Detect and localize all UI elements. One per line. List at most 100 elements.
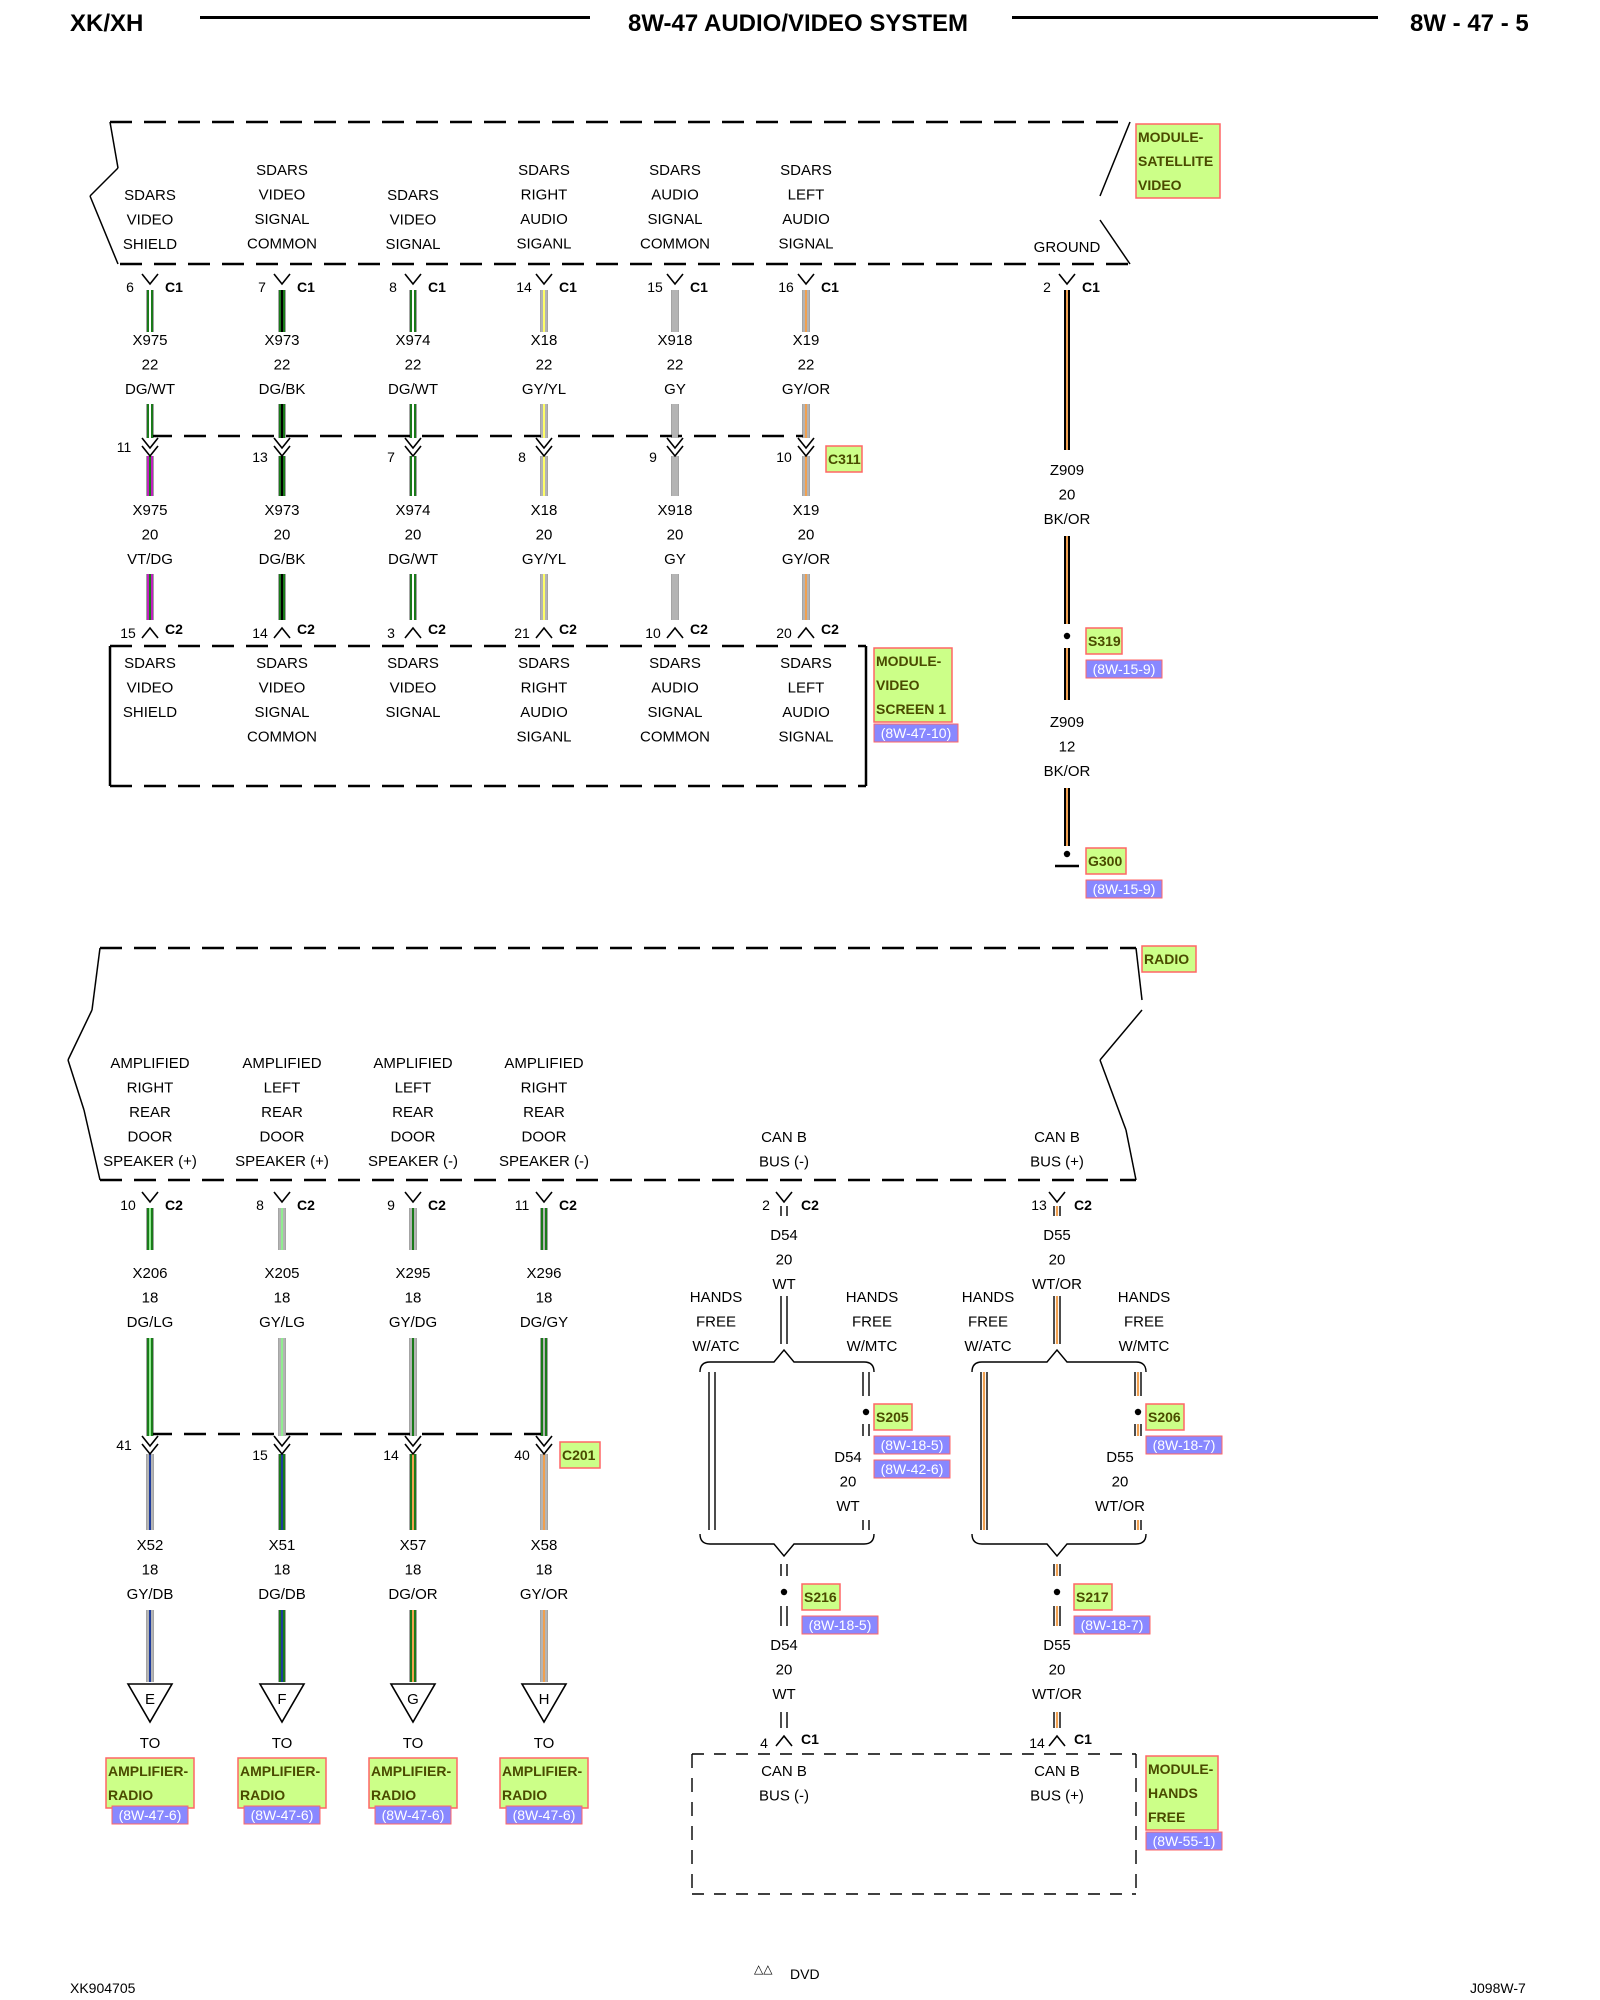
off-page-connector-tag-line: F: [277, 1691, 286, 1708]
mtc-splice-dot: [862, 1408, 870, 1416]
harness-join-brace: [699, 1533, 875, 1558]
satellite-pin-function-line: RIGHT: [521, 187, 568, 204]
hands-free-mtc-label-line: W/MTC: [847, 1338, 898, 1355]
c2-pin-number-line: 10: [645, 625, 661, 641]
radio-c2-connector-name: C2: [297, 1197, 315, 1213]
can-c2-pin-number: 2: [762, 1197, 770, 1213]
c2-pin-number: 10: [645, 625, 661, 641]
satellite-pin-function-line: COMMON: [640, 236, 710, 253]
radio-c2-connector-name-line: C2: [428, 1197, 446, 1213]
ground-c1-connector-name: C1: [1082, 279, 1100, 295]
hands-free-c1-pin-number-line: 14: [1029, 1735, 1045, 1751]
wire-D55-lower: [1053, 1606, 1061, 1626]
satellite-module-left-edge: [89, 167, 119, 197]
mtc-wire-code-line: D55: [1106, 1449, 1134, 1466]
satellite-c1-pin: [797, 273, 815, 286]
g300-ground-dot: [1063, 850, 1071, 858]
c311-inline-pin: [404, 445, 422, 458]
video-screen-c2-pin: [535, 626, 553, 639]
s319-splice-label: S319: [1088, 633, 1121, 649]
destination-reference: (8W-47-6): [513, 1807, 576, 1823]
radio-speaker-pin-function-line: DOOR: [391, 1129, 436, 1146]
video-screen-pin-function-line: COMMON: [247, 729, 317, 746]
wire-X19-upper: [802, 290, 810, 332]
c311-pin-number: 8: [518, 449, 526, 465]
c2-connector-name: C2: [165, 621, 183, 637]
satellite-module-right-edge: [1099, 219, 1131, 265]
radio-c2-pin-number: 10: [120, 1197, 136, 1213]
wire-D55-mtc-branch: [1134, 1372, 1142, 1396]
speaker-wire-code-lower-line: X58: [531, 1537, 558, 1554]
speaker-wire-code-lower-line: X51: [269, 1537, 296, 1554]
can-splice-dot: [780, 1588, 788, 1596]
harness-split-brace: [971, 1348, 1147, 1373]
ground-c1-connector-name-line: C1: [1082, 279, 1100, 295]
wire-X206-upper: [146, 1208, 154, 1250]
c311-pin-number: 7: [387, 449, 395, 465]
can-c2-pin-number-line: 13: [1031, 1197, 1047, 1213]
c1-pin-number: 14: [516, 279, 532, 295]
can-splice-dot: [1053, 1588, 1061, 1596]
speaker-wire-code-upper-line: 18: [274, 1290, 291, 1307]
satellite-pin-function-line: SDARS: [518, 162, 570, 179]
c2-connector-name-line: C2: [559, 621, 577, 637]
footer-left: XK904705: [70, 1980, 136, 1996]
hands-free-c1-pin: [775, 1734, 793, 1747]
hands-free-atc-label-line: HANDS: [690, 1289, 743, 1306]
radio-speaker-pin-function-line: DOOR: [128, 1129, 173, 1146]
destination-amplifier-radio-label-line: RADIO: [371, 1787, 416, 1803]
can-c2-pin: [775, 1191, 793, 1204]
can-wire-code-line: D55: [1043, 1227, 1071, 1244]
video-screen-c2-pin: [797, 626, 815, 639]
speaker-wire-code-lower-line: DG/DB: [258, 1586, 306, 1603]
wire-X205-upper-tail: [278, 1338, 286, 1436]
radio-c2-pin-number-line: 10: [120, 1197, 136, 1213]
radio-module-left-edge: [67, 1009, 93, 1061]
destination-reference-line: (8W-47-6): [119, 1807, 182, 1823]
radio-module-right-edge: [1125, 1129, 1137, 1181]
radio-speaker-pin-function-line: AMPLIFIED: [373, 1055, 452, 1072]
wire-D54-mtc-branch: [862, 1372, 870, 1396]
s205-splice-label-box: [873, 1403, 913, 1431]
speaker-wire-code-upper-line: X205: [264, 1265, 299, 1282]
c2-pin-number: 15: [120, 625, 136, 641]
wire-code-upper-line: DG/WT: [125, 381, 175, 398]
ground-c1-pin: [1058, 273, 1076, 286]
speaker-wire-code-upper-line: 18: [536, 1290, 553, 1307]
s205-splice-label: S205: [876, 1409, 909, 1425]
c311-inline-pin: [273, 445, 291, 458]
wire-code-upper-line: 22: [536, 357, 553, 374]
wire-X973-lower-tail: [278, 574, 286, 620]
speaker-wire-code-upper-line: X295: [395, 1265, 430, 1282]
hands-free-mtc-label-line: HANDS: [1118, 1289, 1171, 1306]
satellite-c1-pin: [404, 273, 422, 286]
module-satellite-video-label-line: SATELLITE: [1138, 153, 1213, 169]
radio-speaker-pin-function-line: LEFT: [264, 1080, 301, 1097]
destination-to-label-line: TO: [140, 1735, 161, 1752]
wire-D54-stub: [780, 1206, 788, 1216]
wire-X19-lower-tail: [802, 574, 810, 620]
s216-splice-label-line: S216: [804, 1589, 837, 1605]
module-radio-label-box: [1141, 945, 1197, 973]
module-hands-free-label-box: [1145, 1755, 1219, 1831]
satellite-pin-function-line: VIDEO: [390, 212, 437, 229]
video-screen-pin-function-line: COMMON: [640, 729, 710, 746]
ground-wire-code-lower-line: BK/OR: [1044, 763, 1091, 780]
ground-wire-code-lower-line: 12: [1059, 739, 1076, 756]
c1-connector-name-line: C1: [165, 279, 183, 295]
radio-c2-pin-number: 8: [256, 1197, 264, 1213]
satellite-c1-pin: [141, 273, 159, 286]
radio-c2-pin-number-line: 9: [387, 1197, 395, 1213]
radio-c2-pin-number: 9: [387, 1197, 395, 1213]
wire-X57-lower: [409, 1454, 417, 1530]
hands-free-pin-function-line: CAN B: [1034, 1763, 1080, 1780]
hands-free-reference-line: (8W-55-1): [1153, 1833, 1216, 1849]
s216-reference: (8W-18-5): [809, 1617, 872, 1633]
